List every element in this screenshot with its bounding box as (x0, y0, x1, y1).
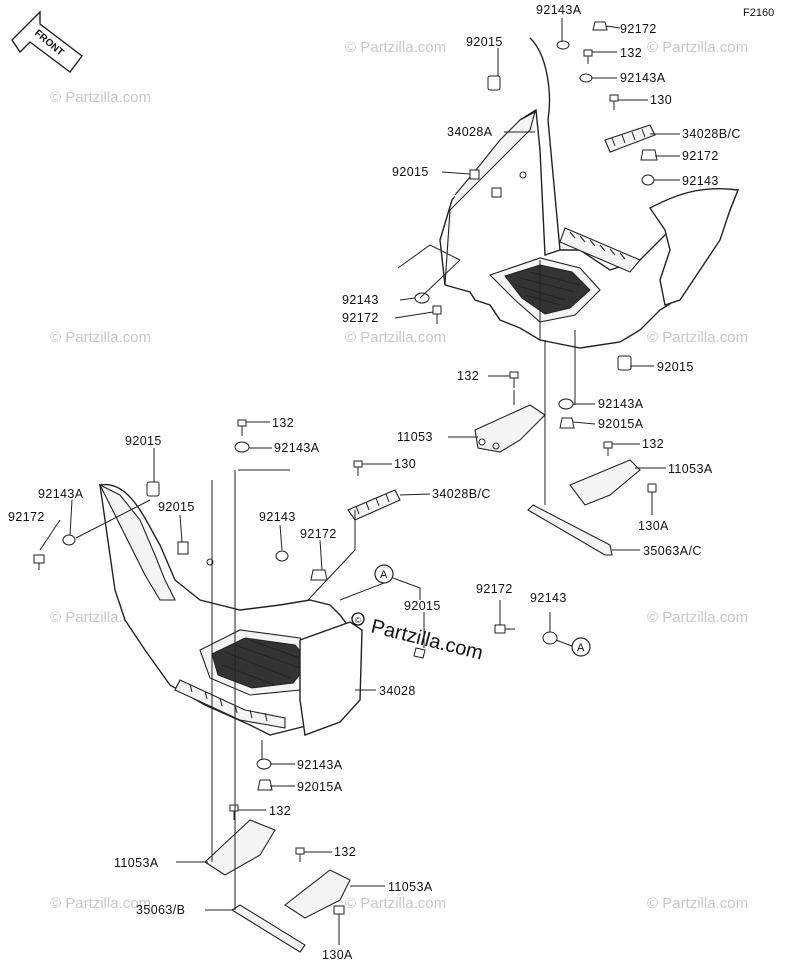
callout-132: 132 (457, 369, 479, 383)
callout-92015: 92015 (125, 434, 162, 448)
callout-92172: 92172 (300, 527, 337, 541)
callout-92143: 92143 (259, 510, 296, 524)
watermark: © Partzilla.com (50, 329, 151, 346)
callout-92015a: 92015A (297, 780, 343, 794)
callout-labels: 92143A 92172 92015 132 92143A 130 34028A… (8, 3, 741, 962)
svg-text:©: © (355, 616, 361, 625)
callout-92143: 92143 (682, 174, 719, 188)
callout-92172: 92172 (682, 149, 719, 163)
callout-130: 130 (650, 93, 672, 107)
callout-132: 132 (334, 845, 356, 859)
callout-92143a: 92143A (38, 487, 84, 501)
lower-hardware (33, 419, 558, 953)
ref-marker-label: A (380, 569, 388, 581)
callout-11053a: 11053A (114, 856, 159, 870)
watermark: © Partzilla.com (647, 39, 748, 56)
callout-92015: 92015 (657, 360, 694, 374)
ref-marker-label: A (577, 642, 585, 654)
callout-92172: 92172 (342, 311, 379, 325)
callout-92015: 92015 (392, 165, 429, 179)
callout-92172: 92172 (8, 510, 45, 524)
watermark: © Partzilla.com (50, 895, 151, 912)
callout-92015: 92015 (404, 599, 441, 613)
callout-11053: 11053 (397, 430, 433, 444)
callout-130a: 130A (322, 948, 353, 962)
ref-marker-a-upper: A (374, 564, 394, 584)
callout-34028bc: 34028B/C (682, 127, 741, 141)
ref-marker-a-right: A (571, 637, 591, 657)
watermarks: © Partzilla.com © Partzilla.com © Partzi… (50, 39, 748, 912)
callout-132: 132 (272, 416, 294, 430)
watermark: © Partzilla.com (345, 895, 446, 912)
watermark: © Partzilla.com (647, 609, 748, 626)
callout-92172: 92172 (476, 582, 513, 596)
callout-92143a: 92143A (620, 71, 666, 85)
callout-92015a: 92015A (598, 417, 644, 431)
callout-92015: 92015 (158, 500, 195, 514)
callout-92015: 92015 (466, 35, 503, 49)
callout-34028a: 34028A (447, 125, 493, 139)
callout-35063b: 35063/B (136, 903, 185, 917)
callout-34028bc: 34028B/C (432, 487, 491, 501)
callout-132: 132 (642, 437, 664, 451)
callout-35063ac: 35063A/C (643, 544, 702, 558)
callout-92172: 92172 (620, 22, 657, 36)
callout-92143a: 92143A (598, 397, 644, 411)
watermark: © Partzilla.com (50, 89, 151, 106)
upper-hardware (414, 21, 658, 556)
callout-130: 130 (394, 457, 416, 471)
figure-code: F2160 (743, 7, 774, 19)
callout-130a: 130A (638, 519, 669, 533)
callout-92143: 92143 (342, 293, 379, 307)
callout-11053a: 11053A (668, 462, 713, 476)
callout-92143a: 92143A (274, 441, 320, 455)
watermark: © Partzilla.com (345, 39, 446, 56)
callout-92143a: 92143A (536, 3, 582, 17)
watermark: © Partzilla.com (345, 329, 446, 346)
brand-text: Partzilla.com (369, 616, 485, 665)
callout-92143: 92143 (530, 591, 567, 605)
callout-34028: 34028 (379, 684, 416, 698)
callout-132: 132 (620, 46, 642, 60)
leader-lines (39, 18, 680, 945)
callout-132: 132 (269, 804, 291, 818)
front-arrow-icon: FRONT (11, 10, 83, 73)
callout-92143a: 92143A (297, 758, 343, 772)
watermark: © Partzilla.com (647, 329, 748, 346)
watermark: © Partzilla.com (647, 895, 748, 912)
callout-11053a: 11053A (388, 880, 433, 894)
right-floorboard-assembly (439, 37, 740, 349)
left-floorboard-assembly (98, 481, 363, 736)
